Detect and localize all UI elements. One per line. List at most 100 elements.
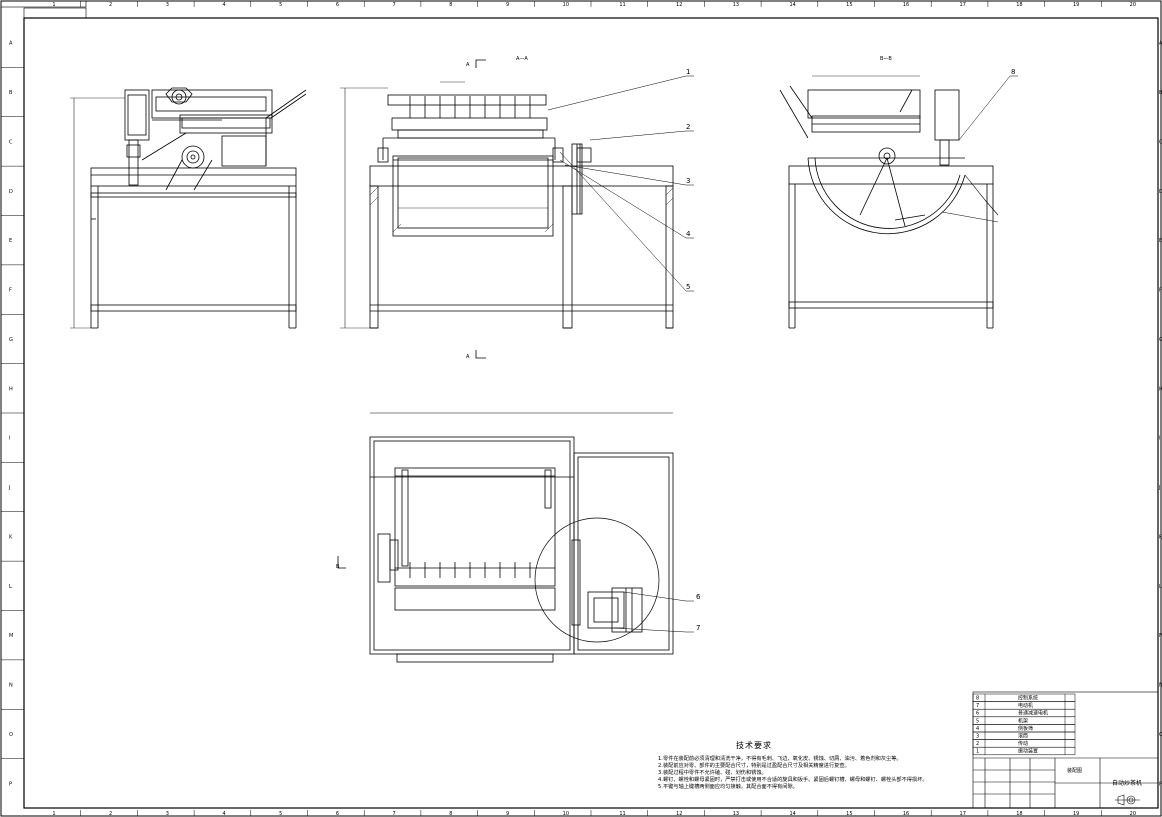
bom-number: 4 xyxy=(976,726,979,732)
zone-row-label: F xyxy=(1159,288,1162,294)
balloon-7: 7 xyxy=(696,624,700,632)
zone-row-label: H xyxy=(1159,386,1162,392)
section-mark-top: A—A xyxy=(516,56,528,62)
zone-row-label: O xyxy=(1159,732,1162,738)
zone-row-label: O xyxy=(9,732,13,738)
section-label-a: A xyxy=(466,62,470,68)
zone-col-label: 3 xyxy=(166,2,169,8)
balloon-8: 8 xyxy=(1011,68,1015,76)
zone-col-label: 14 xyxy=(789,811,795,817)
zone-col-label: 20 xyxy=(1130,811,1136,817)
zone-col-label: 3 xyxy=(166,811,169,817)
zone-col-label: 1 xyxy=(52,2,55,8)
bom-name: 滚筒 xyxy=(1018,733,1028,740)
zone-col-label: 2 xyxy=(109,811,112,817)
bom-name: 振动装置 xyxy=(1018,748,1038,755)
zone-row-label: E xyxy=(9,238,12,244)
zone-col-label: 8 xyxy=(449,811,452,817)
zone-row-label: J xyxy=(8,485,10,491)
zone-row-label: B xyxy=(1159,90,1162,96)
zone-row-label: J xyxy=(1158,485,1160,491)
zone-row-label: E xyxy=(1159,238,1162,244)
zone-row-label: N xyxy=(9,683,13,689)
technical-notes: 技术要求 1.零件在装配前必须清理和清洗干净，不得有毛刺、飞边、氧化皮、锈蚀、切… xyxy=(658,740,928,790)
bom-number: 1 xyxy=(976,749,979,755)
bom-number: 7 xyxy=(976,703,979,709)
bom-name: 控制系统 xyxy=(1018,695,1038,702)
zone-col-label: 5 xyxy=(279,2,282,8)
zone-col-label: 16 xyxy=(903,811,909,817)
zone-col-label: 1 xyxy=(52,811,55,817)
zone-row-label: N xyxy=(1159,683,1162,689)
zone-col-label: 10 xyxy=(563,811,569,817)
zone-col-label: 11 xyxy=(619,811,625,817)
balloon-5: 5 xyxy=(686,283,690,291)
zone-row-label: D xyxy=(1159,189,1162,195)
balloon-6: 6 xyxy=(696,593,701,601)
zone-row-label: C xyxy=(9,139,13,145)
zone-col-label: 7 xyxy=(393,2,396,8)
bom-number: 2 xyxy=(976,741,979,747)
drawing-name: 自动炒茶机 xyxy=(1112,779,1142,787)
bom-name: 电动机 xyxy=(1018,702,1033,709)
zone-col-label: 12 xyxy=(676,2,682,8)
zone-col-label: 5 xyxy=(279,811,282,817)
zone-row-label: P xyxy=(9,781,12,787)
note-line: 5.平键与轴上键槽两侧面应均匀接触，其配合面不得有间隙。 xyxy=(658,782,798,790)
zone-row-label: L xyxy=(9,584,12,590)
zone-col-label: 16 xyxy=(903,2,909,8)
balloon-3: 3 xyxy=(686,177,690,185)
zone-col-label: 11 xyxy=(619,2,625,8)
zone-col-label: 7 xyxy=(393,811,396,817)
bom-name: 普通减速电机 xyxy=(1018,710,1048,717)
zone-col-label: 4 xyxy=(222,2,225,8)
zone-col-label: 18 xyxy=(1016,811,1022,817)
zone-col-label: 20 xyxy=(1130,2,1136,8)
zone-row-label: I xyxy=(9,436,10,442)
bom-name: 机架 xyxy=(1018,717,1028,724)
balloon-layer: 1 2 3 4 5 6 7 8 xyxy=(686,68,1015,632)
balloon-1: 1 xyxy=(686,68,690,76)
zone-row-label: F xyxy=(9,288,12,294)
zone-row-label: M xyxy=(9,633,13,639)
bom-name: 侧板筛 xyxy=(1018,725,1033,732)
bom-row xyxy=(972,746,1076,756)
projection-symbol xyxy=(1115,794,1140,806)
balloon-4: 4 xyxy=(686,230,691,238)
section-label-b: A xyxy=(466,354,470,360)
zone-row-label: I xyxy=(1159,436,1160,442)
zone-row-label: K xyxy=(9,534,13,540)
zone-col-label: 14 xyxy=(789,2,795,8)
section-label-c: B xyxy=(336,564,340,570)
zone-col-label: 9 xyxy=(506,2,509,8)
zone-row-label: M xyxy=(1159,633,1162,639)
zone-col-label: 10 xyxy=(563,2,569,8)
zone-row-label: C xyxy=(1159,139,1162,145)
zone-col-label: 15 xyxy=(846,2,852,8)
note-line: 4.螺钉、螺栓和螺母紧固时，严禁打击或使用不合适的旋具和扳手。紧固后螺钉槽、螺母… xyxy=(658,775,928,783)
zone-col-label: 15 xyxy=(846,811,852,817)
zone-row-label: L xyxy=(1159,584,1162,590)
bom-number: 8 xyxy=(976,696,979,702)
zone-col-label: 9 xyxy=(506,811,509,817)
zone-row-label: K xyxy=(1159,534,1162,540)
zone-row-label: G xyxy=(9,337,13,343)
zone-row-label: B xyxy=(9,90,13,96)
bom-name: 传动 xyxy=(1018,740,1028,747)
note-line: 3.装配过程中零件不允许磕、碰、划伤和锈蚀。 xyxy=(658,768,767,776)
zone-col-label: 18 xyxy=(1016,2,1022,8)
balloon-2: 2 xyxy=(686,123,690,131)
zone-col-label: 6 xyxy=(336,811,339,817)
zone-col-label: 17 xyxy=(960,811,966,817)
note-line: 2.装配前应对零、部件的主要配合尺寸，特别是过盈配合尺寸及相关精度进行复查。 xyxy=(658,761,850,769)
note-line: 1.零件在装配前必须清理和清洗干净，不得有毛刺、飞边、氧化皮、锈蚀、切屑、油污、… xyxy=(658,754,902,762)
zone-row-label: P xyxy=(1159,781,1162,787)
zone-row-label: A xyxy=(1159,41,1162,47)
bom-number: 5 xyxy=(976,718,979,724)
left-view xyxy=(70,87,307,329)
bom-number: 6 xyxy=(976,711,979,717)
